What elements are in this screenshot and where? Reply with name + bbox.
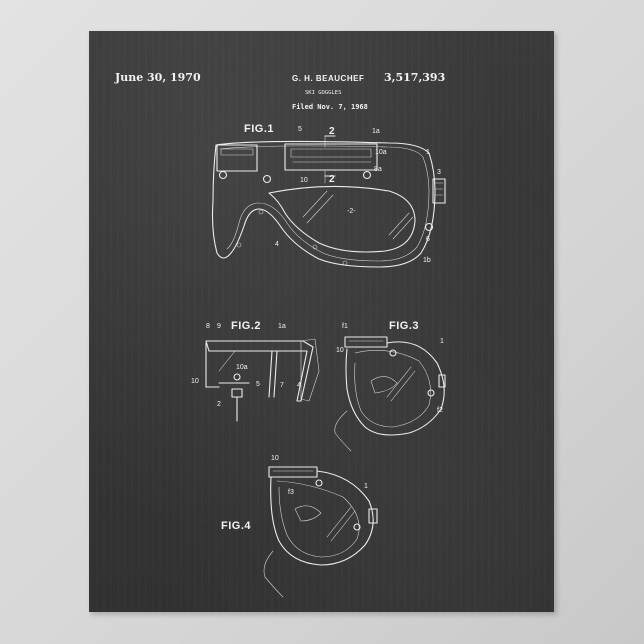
fig1-label: FIG.1: [244, 123, 275, 135]
fig1-ref-4: 4: [275, 241, 279, 248]
patent-drawings: [205, 135, 446, 598]
fig1-ref-1b: 1b: [423, 257, 431, 264]
fig1-ref-2: -2-: [347, 208, 356, 215]
fig3-ref-10: 10: [336, 347, 344, 354]
fig3-ref-f1: f1: [342, 323, 348, 330]
fig1-drawing: [211, 135, 446, 268]
fig3-ref-1: 1: [440, 338, 444, 345]
fig2-ref-1a: 1a: [278, 323, 286, 330]
fig4-label: FIG.4: [221, 520, 252, 532]
fig1-ref-10: 10: [300, 177, 308, 184]
fig1-ref-10a: 10a: [375, 149, 387, 156]
fig2-label: FIG.2: [231, 320, 262, 332]
fig2-ref-10: 10: [191, 378, 199, 385]
fig1-ref-6: 6: [426, 236, 430, 243]
fig3-label: FIG.3: [389, 320, 420, 332]
fig1-ref-1a: 1a: [372, 128, 380, 135]
fig1-section-top: 2: [329, 126, 335, 137]
patent-number: 3,517,393: [384, 71, 446, 84]
fig3-drawing: [334, 336, 446, 452]
fig1-section-bottom: 2: [329, 174, 335, 185]
patent-title: SKI GOGGLES: [305, 90, 342, 96]
fig1-ref-8a: 8a: [374, 166, 382, 173]
fig1-ref-3: 3: [437, 169, 441, 176]
fig2-drawing: [205, 338, 320, 422]
fig1-ref-5: 5: [298, 126, 302, 133]
fig2-ref-4: 4: [297, 382, 301, 389]
fig1-ref-1: 1: [426, 149, 430, 156]
fig2-ref-2: 2: [217, 401, 221, 408]
fig2-ref-8: 8: [206, 323, 210, 330]
fig4-drawing: [263, 466, 378, 598]
fig2-ref-7: 7: [280, 382, 284, 389]
patent-date: June 30, 1970: [115, 71, 201, 84]
patent-poster: June 30, 1970 G. H. BEAUCHEF SKI GOGGLES…: [89, 31, 554, 612]
fig4-ref-10: 10: [271, 455, 279, 462]
fig4-ref-f3: f3: [288, 489, 294, 496]
fig2-ref-10a: 10a: [236, 364, 248, 371]
fig2-ref-9: 9: [217, 323, 221, 330]
fig2-ref-5: 5: [256, 381, 260, 388]
inventor-name: G. H. BEAUCHEF: [292, 74, 365, 83]
fig3-ref-f2: f2: [437, 407, 443, 414]
filed-date: Filed Nov. 7, 1968: [292, 103, 368, 111]
fig4-ref-1: 1: [364, 483, 368, 490]
